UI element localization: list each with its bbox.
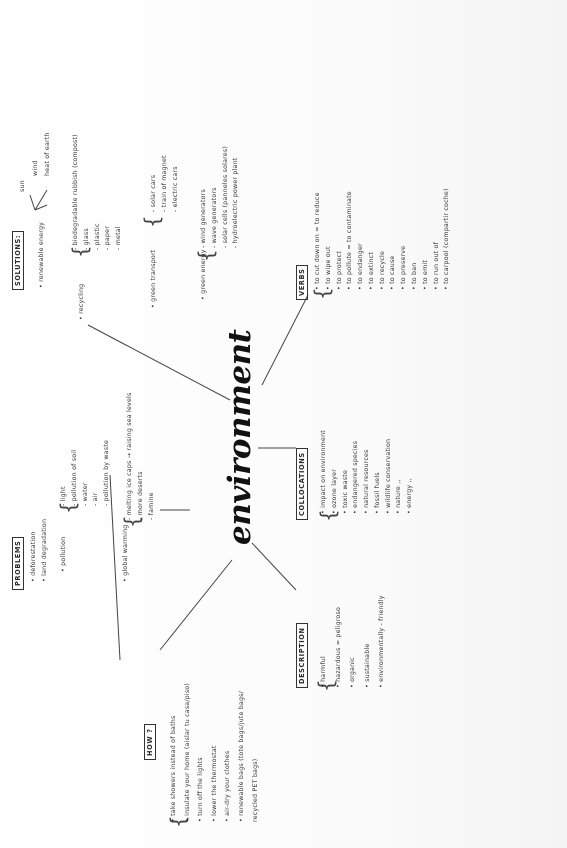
collocation-item: • wildlife conservation — [384, 438, 392, 514]
problem-item: • deforestation — [30, 531, 37, 582]
description-item: • organic — [349, 657, 357, 688]
line-to-solutions — [87, 324, 231, 401]
collocation-item: • impact on environment — [320, 430, 327, 514]
how-item: • lower the thermostat — [210, 745, 218, 822]
verb-item: • to ban — [411, 262, 419, 291]
description-item: • harmful — [320, 656, 327, 688]
collocation-item: • nature ,, — [395, 479, 403, 514]
energy-item: - wave generators — [210, 187, 218, 248]
collocation-item: • natural resources — [363, 449, 371, 514]
pollution-item: - light — [60, 486, 67, 506]
recycling-item: - glass — [82, 228, 90, 250]
line-to-description — [251, 542, 297, 591]
line-problems-to-how — [109, 474, 121, 661]
warming-label: • global warming — [122, 524, 129, 582]
description-list: • harmful • hazardous = peligroso • orga… — [320, 595, 387, 688]
problems-list: • deforestation • land degradation — [30, 519, 49, 582]
verb-item: • to run out of — [432, 242, 440, 290]
collocations-title: COLLOCATIONS — [296, 448, 308, 520]
description-item: • environmentally - friendly — [378, 595, 386, 688]
warming-list: - melting ice caps → raising sea levels … — [126, 393, 156, 521]
verb-item: • to pollute = to contaminate — [346, 191, 354, 290]
recycling-item: - plastic — [93, 223, 101, 250]
verb-item: • to wipe out — [324, 246, 332, 290]
energy-item: - solar cells (panneles solares) — [221, 146, 229, 248]
problem-item: • land degradation — [40, 518, 48, 582]
verb-item: • to recycle — [378, 250, 386, 290]
recycling-item: - metal — [115, 226, 123, 250]
verb-item: • to cut down on = to reduce — [314, 192, 321, 290]
pollution-item: - water — [81, 482, 89, 506]
verbs-title: VERBS — [296, 264, 308, 300]
energy-brace: { — [194, 249, 218, 262]
warming-item: - more deserts — [136, 471, 144, 520]
recycling-item: - biodegradable rubbish (compost) — [72, 134, 79, 250]
pollution-item: - pollution by waste — [103, 439, 111, 506]
collocations-list: • impact on environment • ozone layer • … — [320, 430, 415, 514]
pollution-item: - pollution of soil — [70, 449, 78, 506]
collocation-item: • fossil fuels — [373, 472, 381, 514]
recycling-item: - paper — [104, 226, 112, 250]
line-to-verbs — [261, 294, 309, 386]
how-item: • renewable bags (tote bags/jute bags/ — [237, 691, 245, 822]
how-item: • take showers instead of baths — [170, 715, 177, 822]
transport-item: - train of magnet — [160, 155, 168, 212]
green-transport-label: • green transport — [150, 249, 157, 308]
transport-list: - solar cars - train of magnet - electri… — [150, 155, 180, 212]
verb-item: • to emit — [421, 259, 429, 290]
verb-item: • to protect — [335, 250, 343, 290]
description-title: DESCRIPTION — [296, 623, 308, 688]
verb-item: • to carpool (compartir coche) — [443, 188, 451, 290]
how-list: • take showers instead of baths • insula… — [170, 683, 260, 822]
transport-brace: { — [140, 215, 164, 228]
transport-item: - solar cars — [150, 174, 157, 212]
pollution-label: • pollution — [60, 536, 67, 572]
how-item: • air-dry your clothes — [224, 750, 232, 822]
recycling-list: - biodegradable rubbish (compost) - glas… — [72, 134, 124, 250]
how-item: recycled PET bags) — [251, 758, 259, 822]
recycling-label: • recycling — [78, 283, 85, 320]
verb-item: • to extinct — [367, 251, 375, 290]
how-item: • turn off the lights — [197, 757, 205, 822]
how-title: HOW ? — [144, 724, 156, 760]
verbs-list: • to cut down on = to reduce • to wipe o… — [314, 188, 452, 290]
pollution-list: - light - pollution of soil - water - ai… — [60, 440, 112, 506]
pollution-item: - air — [92, 492, 100, 506]
collocation-item: • ozone layer — [330, 469, 338, 514]
problems-title: PROBLEMS — [12, 536, 24, 590]
warming-item: - melting ice caps → raising sea levels — [126, 392, 133, 521]
energy-item: - wind generators — [200, 189, 207, 248]
description-item: • sustainable — [363, 643, 371, 688]
verb-item: • to cause — [389, 255, 397, 290]
description-item: • hazardous = peligroso — [334, 606, 342, 688]
energy-list: - wind generators - wave generators - so… — [200, 146, 241, 248]
collocation-item: • energy ,, — [406, 478, 414, 514]
energy-item: - hydroelectric power plant — [232, 157, 240, 248]
collocation-item: • endangered species — [352, 440, 360, 514]
warming-item: - famine — [147, 492, 155, 520]
transport-item: - electric cars — [171, 166, 179, 212]
line-to-how — [159, 559, 233, 651]
verb-item: • to endanger — [357, 243, 365, 290]
how-item: • insulate your home (aislar tu casa/pis… — [183, 682, 191, 822]
verb-item: • to preserve — [400, 245, 408, 290]
collocation-item: • toxic waste — [341, 469, 349, 514]
